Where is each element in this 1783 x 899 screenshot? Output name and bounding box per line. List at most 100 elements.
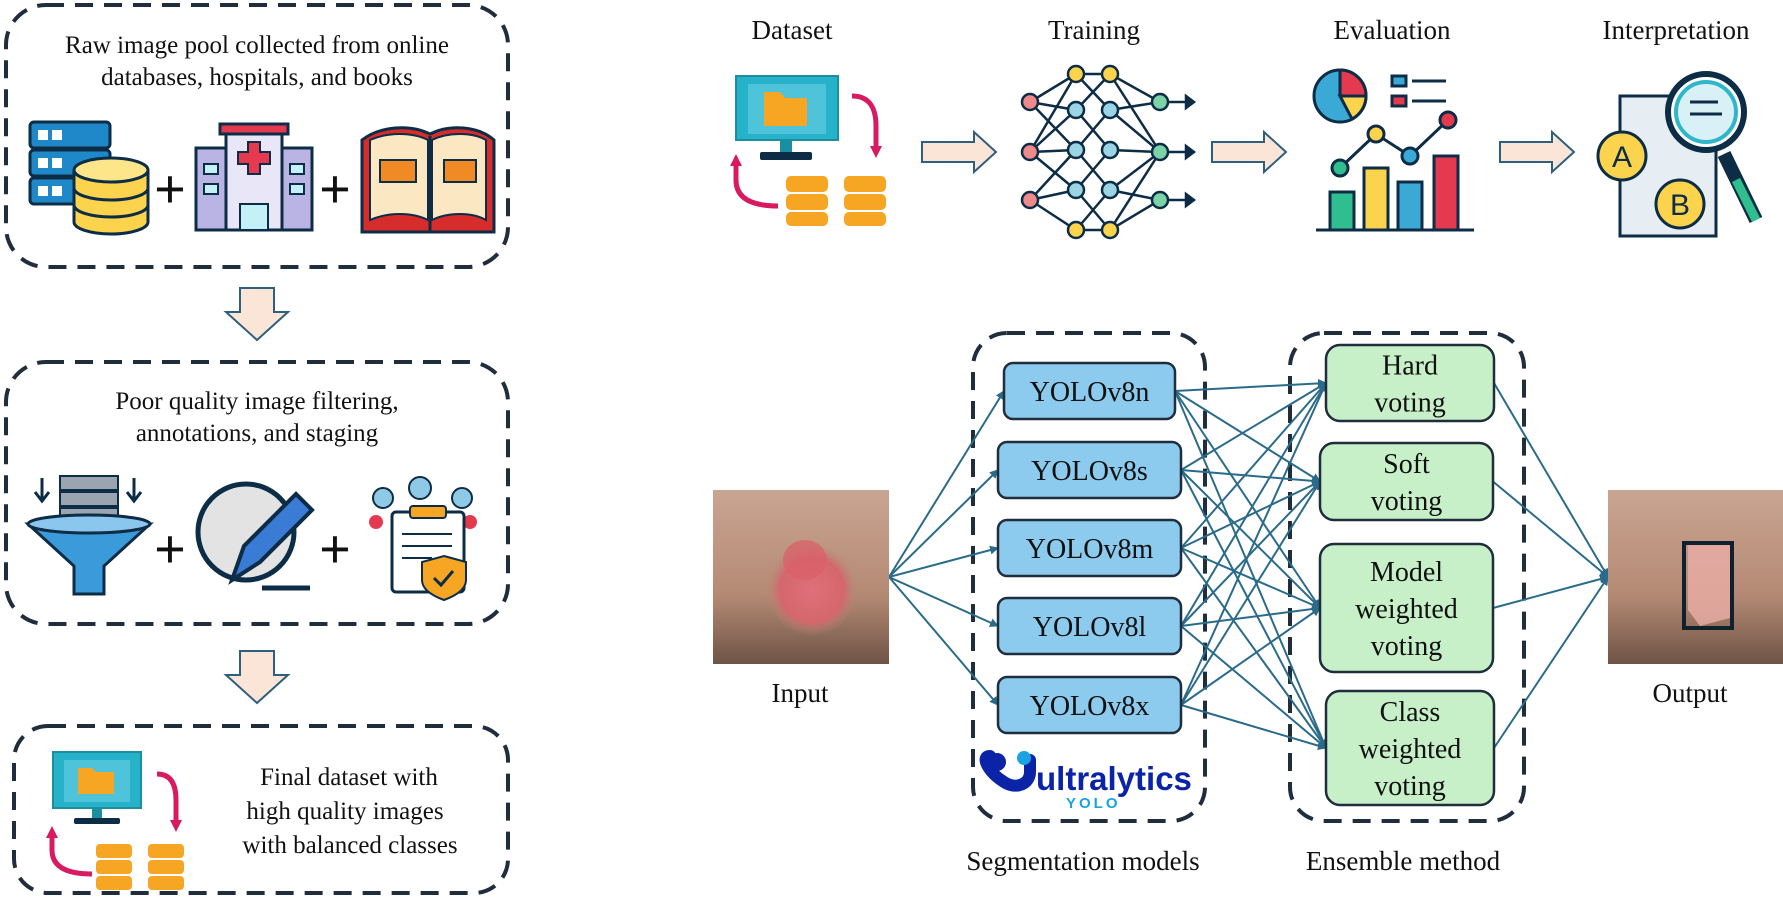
ensemble-label-line: Soft (1383, 449, 1430, 480)
book-icon (360, 126, 496, 234)
final-dataset-box: Final dataset with high quality images w… (12, 724, 510, 895)
step-label-dataset: Dataset (752, 15, 833, 45)
staging-clipboard-icon (369, 476, 477, 602)
ensemble-to-output-connector (1492, 480, 1609, 578)
model-to-ensemble-connector (1180, 480, 1321, 627)
ultralytics-wordmark: ultralytics (1036, 760, 1192, 797)
input-to-model-connector (888, 576, 999, 706)
connector-lines (888, 378, 1609, 751)
ensemble-to-output-connector (1493, 382, 1609, 578)
segmentation-bounding-box (1682, 541, 1734, 630)
right-arrow (921, 129, 998, 175)
input-label: Input (772, 678, 829, 708)
model-label: YOLOv8s (1031, 456, 1148, 487)
ensemble-label-line: weighted (1359, 734, 1462, 765)
model-label: YOLOv8l (1033, 612, 1147, 643)
plus-sign: + (319, 159, 351, 221)
raw-pool-line-2: databases, hospitals, and books (101, 64, 413, 91)
input-to-model-connector (888, 545, 999, 578)
input-to-model-connector (888, 576, 999, 627)
model-to-ensemble-connector (1180, 382, 1327, 471)
ensemble-box-soft-voting: Soft voting (1318, 441, 1495, 522)
model-to-ensemble-connector (1174, 390, 1328, 749)
segmentation-models-group (971, 331, 1207, 823)
final-line-1: Final dataset with (260, 764, 438, 791)
model-to-ensemble-connector (1180, 547, 1327, 749)
raw-pool-line-1: Raw image pool collected from online (65, 32, 449, 59)
ensemble-label-line: Model (1370, 557, 1443, 588)
model-to-ensemble-connector (1180, 382, 1327, 549)
model-to-ensemble-connector (1174, 390, 1321, 483)
ensemble-box-model-weighted-voting: Model weighted voting (1318, 542, 1495, 674)
hospital-icon (194, 122, 314, 232)
ultralytics-logo-icon (979, 750, 1036, 792)
database-server-icon (28, 120, 150, 236)
down-arrow (223, 650, 291, 705)
model-to-ensemble-connector (1180, 382, 1327, 706)
ultralytics-logo: ultralytics YOLO (979, 750, 1192, 812)
final-line-3: with balanced classes (242, 832, 457, 859)
plus-sign: + (319, 519, 351, 581)
model-label: YOLOv8n (1030, 377, 1150, 408)
ensemble-label-line: Class (1380, 697, 1441, 728)
ensemble-to-output-connector (1492, 574, 1609, 609)
pipeline: Dataset Training Evaluation Interpretati… (730, 15, 1763, 240)
plus-sign: + (154, 159, 186, 221)
letter-b-label: B (1670, 189, 1690, 222)
raw-image-pool-box: Raw image pool collected from online dat… (4, 3, 510, 269)
model-to-ensemble-connector (1180, 469, 1327, 749)
model-to-ensemble-connector (1180, 625, 1327, 749)
ultralytics-yolo-sub: YOLO (1066, 795, 1121, 812)
ensemble-method-caption: Ensemble method (1306, 846, 1501, 876)
dataset-icon (46, 751, 184, 890)
model-box-yolov8x: YOLOv8x (996, 675, 1183, 735)
input-to-model-connector (888, 390, 1005, 578)
plus-sign: + (154, 519, 186, 581)
ensemble-label-line: Hard (1382, 351, 1438, 382)
model-to-ensemble-connector (1180, 480, 1321, 549)
model-to-ensemble-connector (1180, 469, 1321, 609)
input-image (713, 490, 889, 664)
ensemble-label-line: weighted (1355, 594, 1458, 625)
letter-a-label: A (1612, 141, 1632, 174)
model-box-yolov8s: YOLOv8s (996, 440, 1183, 500)
ensemble-label-line: voting (1371, 486, 1443, 517)
ensemble-box-hard-voting: Hard voting (1324, 343, 1496, 423)
filtering-line-2: annotations, and staging (136, 420, 379, 447)
ensemble-label-line: voting (1374, 388, 1446, 419)
ensemble-label-line: voting (1371, 631, 1443, 662)
output-label: Output (1652, 678, 1728, 708)
dataset-icon (730, 75, 886, 226)
model-label: YOLOv8m (1026, 534, 1154, 565)
model-to-ensemble-connector (1180, 607, 1321, 706)
interpretation-icon: A B (1596, 71, 1763, 238)
ensemble-box-class-weighted-voting: Class weighted voting (1324, 689, 1496, 807)
step-label-evaluation: Evaluation (1334, 15, 1451, 45)
filtering-line-1: Poor quality image filtering, (115, 388, 398, 415)
model-to-ensemble-connector (1180, 480, 1321, 706)
segmentation-ensemble-section: Input Output YOLOv8nYOLOv8sYOLOv8mYOLOv8… (713, 331, 1783, 876)
down-arrow (223, 287, 291, 342)
step-label-interpretation: Interpretation (1603, 15, 1750, 45)
model-to-ensemble-connector (1174, 390, 1321, 609)
filtering-box: Poor quality image filtering, annotation… (4, 360, 510, 626)
segmentation-models-caption: Segmentation models (966, 846, 1199, 876)
ensemble-boxes: HardvotingSoftvotingModelweightedvotingC… (1318, 343, 1496, 807)
model-box-yolov8n: YOLOv8n (1002, 361, 1177, 421)
model-box-yolov8l: YOLOv8l (996, 596, 1183, 656)
model-to-ensemble-connector (1180, 604, 1321, 627)
funnel-filter-icon (24, 475, 154, 596)
right-arrow (1499, 129, 1576, 175)
model-label: YOLOv8x (1030, 691, 1150, 722)
evaluation-chart-icon (1312, 68, 1474, 232)
right-arrow (1211, 129, 1288, 175)
ensemble-label-line: voting (1374, 771, 1446, 802)
final-line-2: high quality images (246, 798, 443, 825)
model-to-ensemble-connector (1180, 704, 1327, 751)
annotation-pen-icon (195, 481, 315, 591)
left-panel: Raw image pool collected from online dat… (4, 3, 510, 895)
neural-network-icon (1020, 64, 1197, 240)
model-to-ensemble-connector (1174, 378, 1327, 392)
